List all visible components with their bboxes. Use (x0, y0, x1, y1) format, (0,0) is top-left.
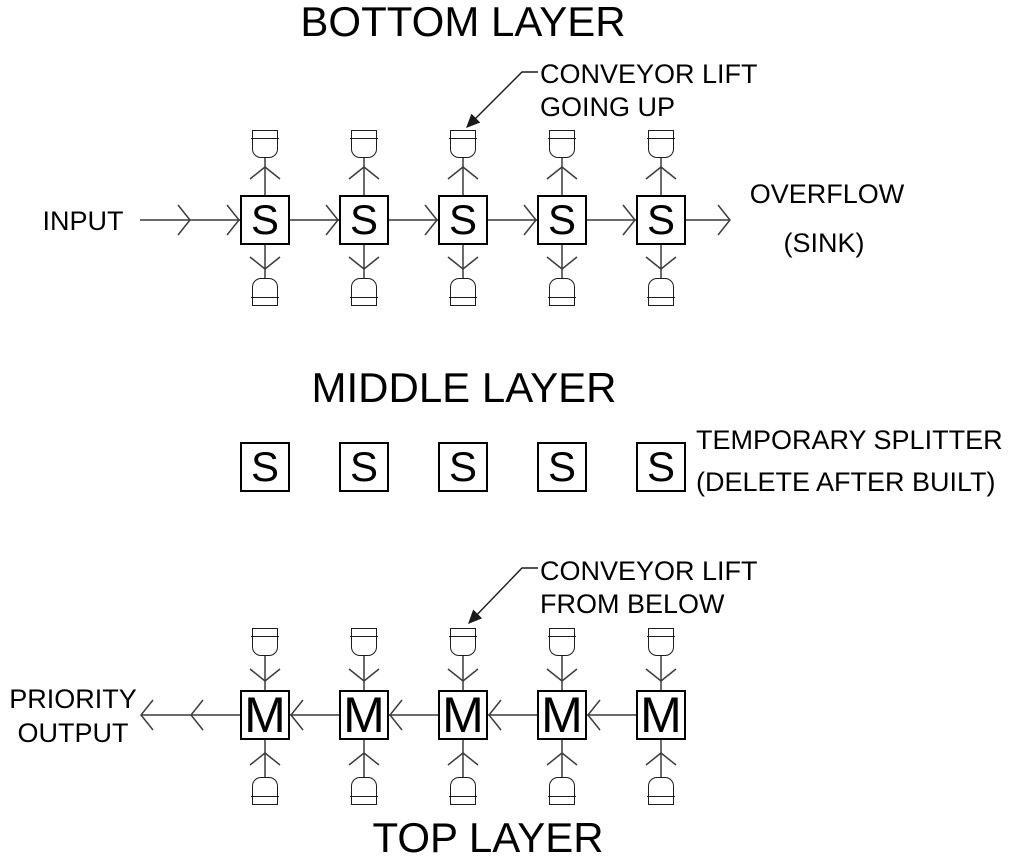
conveyor-lift-from-below-icon (548, 628, 576, 656)
temporary-splitter-box: S (537, 442, 587, 492)
merger-box: M (636, 690, 686, 740)
conveyor-lift-down-icon (647, 278, 675, 306)
temporary-splitter-note-line2: (DELETE AFTER BUILT) (696, 467, 996, 497)
splitter-box: S (636, 195, 686, 245)
left-flow-chevrons (140, 699, 601, 731)
merger-box: M (240, 690, 290, 740)
conveyor-lift-up-icon (350, 130, 378, 158)
down-flow-chevrons (249, 256, 677, 270)
callout-conveyor-lift-from-below-line1: CONVEYOR LIFT (540, 556, 758, 586)
priority-output-label-line2: OUTPUT (17, 718, 129, 748)
splitter-letter: S (547, 443, 576, 490)
temporary-splitter-box: S (636, 442, 686, 492)
bottom-layer-title: BOTTOM LAYER (300, 0, 626, 45)
merger-letter: M (343, 687, 385, 743)
splitter-letter: S (250, 443, 279, 490)
temporary-splitter-note-line1: TEMPORARY SPLITTER (696, 425, 1003, 455)
conveyor-lift-down-icon (251, 278, 279, 306)
splitter-letter: S (349, 443, 378, 490)
splitter-box: S (339, 195, 389, 245)
temporary-splitter-box: S (339, 442, 389, 492)
up-flow-chevrons (249, 166, 677, 180)
conveyor-lift-down-icon (548, 278, 576, 306)
splitter-letter: S (547, 196, 576, 243)
merger-letter: M (244, 687, 286, 743)
top-layer-title: TOP LAYER (372, 814, 604, 857)
callout-conveyor-lift-from-below-line2: FROM BELOW (540, 589, 725, 619)
conveyor-lift-up-icon (251, 130, 279, 158)
conveyor-lift-from-below-icon (251, 628, 279, 656)
conveyor-vertical-lines (264, 656, 662, 777)
callout-conveyor-lift-going-up-line2: GOING UP (540, 92, 676, 122)
conveyor-lift-down-icon (350, 278, 378, 306)
splitter-letter: S (646, 196, 675, 243)
splitter-letter: S (448, 196, 477, 243)
merger-box: M (438, 690, 488, 740)
priority-output-label-line1: PRIORITY (9, 684, 137, 714)
down-flow-chevrons (249, 668, 677, 682)
merger-letter: M (541, 687, 583, 743)
splitter-box: S (438, 195, 488, 245)
conveyor-lift-down-icon (449, 777, 477, 805)
conveyor-lift-down-icon (548, 777, 576, 805)
conveyor-lift-from-below-icon (449, 628, 477, 656)
conveyor-lift-from-below-icon (350, 628, 378, 656)
conveyor-lift-up-icon (548, 130, 576, 158)
up-flow-chevrons (249, 752, 677, 766)
splitter-letter: S (349, 196, 378, 243)
callout-leader-from-below (468, 567, 538, 625)
conveyor-lift-up-icon (449, 130, 477, 158)
merger-box: M (537, 690, 587, 740)
temporary-splitter-box: S (240, 442, 290, 492)
splitter-letter: S (250, 196, 279, 243)
splitter-box: S (240, 195, 290, 245)
conveyor-lift-down-icon (647, 777, 675, 805)
conveyor-lift-down-icon (251, 777, 279, 805)
splitter-box: S (537, 195, 587, 245)
merger-box: M (339, 690, 389, 740)
right-flow-chevrons (177, 204, 731, 236)
overflow-label: OVERFLOW (749, 179, 905, 209)
input-label: INPUT (42, 206, 124, 236)
top-layer-wiring (140, 656, 677, 777)
merger-letter: M (640, 687, 682, 743)
temporary-splitter-box: S (438, 442, 488, 492)
conveyor-lift-down-icon (449, 278, 477, 306)
conveyor-lift-from-below-icon (647, 628, 675, 656)
splitter-letter: S (646, 443, 675, 490)
overflow-sink-label: (SINK) (783, 228, 865, 258)
merger-letter: M (442, 687, 484, 743)
bottom-layer-wiring (140, 158, 731, 278)
conveyor-lift-down-icon (350, 777, 378, 805)
conveyor-vertical-lines (264, 158, 662, 278)
callout-conveyor-lift-going-up-line1: CONVEYOR LIFT (540, 59, 758, 89)
splitter-letter: S (448, 443, 477, 490)
middle-layer-title: MIDDLE LAYER (311, 364, 617, 411)
callout-leader-going-up (466, 71, 538, 128)
conveyor-lift-up-icon (647, 130, 675, 158)
